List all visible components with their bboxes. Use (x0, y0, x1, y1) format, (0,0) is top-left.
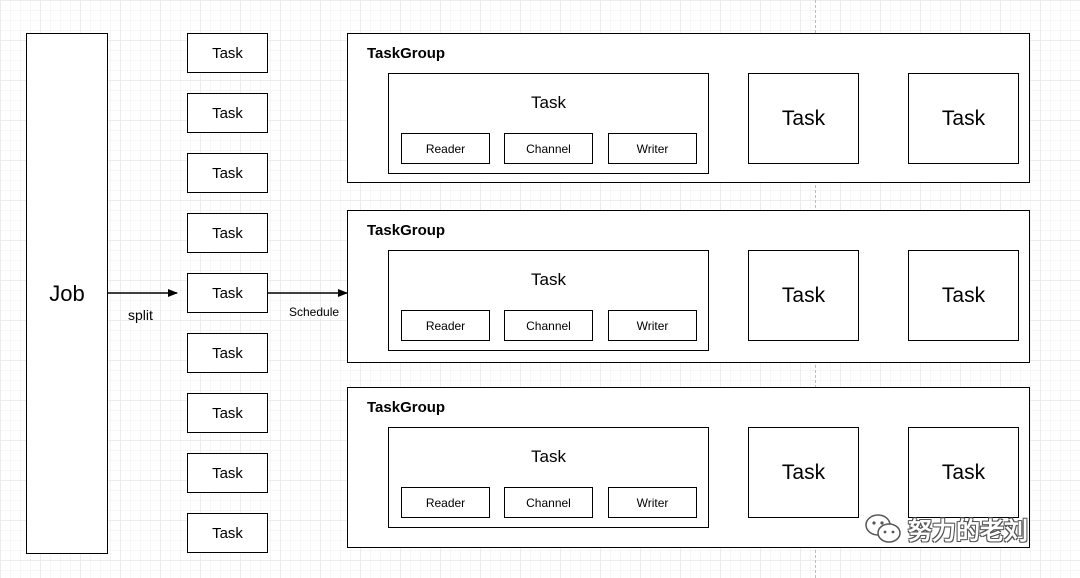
task-label: Task (212, 104, 243, 122)
task-box: Task (187, 273, 268, 313)
taskgroup-title: TaskGroup (367, 222, 446, 239)
extra-task-box: Task (748, 73, 859, 164)
extra-task-label: Task (941, 460, 986, 484)
extra-task-box: Task (908, 250, 1019, 341)
taskgroup-box: TaskGroup Task Reader Channel Writer Tas… (347, 210, 1030, 363)
channel-box: Channel (504, 133, 593, 164)
job-label: Job (49, 280, 85, 306)
writer-label: Writer (636, 141, 669, 156)
taskgroup-title: TaskGroup (367, 399, 446, 416)
task-label: Task (212, 284, 243, 302)
task-label: Task (212, 344, 243, 362)
writer-label: Writer (636, 495, 669, 510)
job-box: Job (26, 33, 108, 554)
main-task-box: Task Reader Channel Writer (388, 427, 709, 528)
reader-box: Reader (401, 310, 490, 341)
extra-task-label: Task (781, 106, 826, 130)
watermark-text: 努力的老刘 (908, 518, 1028, 545)
task-box: Task (187, 93, 268, 133)
task-box: Task (187, 333, 268, 373)
channel-box: Channel (504, 310, 593, 341)
channel-label: Channel (526, 318, 571, 333)
task-label: Task (212, 464, 243, 482)
extra-task-box: Task (908, 427, 1019, 518)
channel-label: Channel (526, 141, 571, 156)
channel-label: Channel (526, 495, 571, 510)
task-label: Task (212, 44, 243, 62)
reader-label: Reader (425, 495, 466, 510)
split-label: split (128, 307, 153, 323)
channel-box: Channel (504, 487, 593, 518)
writer-label: Writer (636, 318, 669, 333)
extra-task-label: Task (941, 283, 986, 307)
task-box: Task (187, 393, 268, 433)
task-box: Task (187, 453, 268, 493)
task-box: Task (187, 513, 268, 553)
extra-task-label: Task (941, 106, 986, 130)
writer-box: Writer (608, 310, 697, 341)
extra-task-label: Task (781, 283, 826, 307)
extra-task-box: Task (748, 250, 859, 341)
task-box: Task (187, 153, 268, 193)
main-task-label: Task (531, 270, 566, 289)
schedule-label: Schedule (289, 305, 340, 319)
task-label: Task (212, 524, 243, 542)
reader-box: Reader (401, 487, 490, 518)
task-label: Task (212, 404, 243, 422)
task-box: Task (187, 213, 268, 253)
task-box: Task (187, 33, 268, 73)
wechat-icon (865, 513, 901, 543)
watermark: 努力的老刘 (864, 511, 1028, 546)
writer-box: Writer (608, 133, 697, 164)
main-task-box: Task Reader Channel Writer (388, 73, 709, 174)
reader-label: Reader (425, 318, 466, 333)
extra-task-box: Task (748, 427, 859, 518)
reader-label: Reader (425, 141, 466, 156)
taskgroup-title: TaskGroup (367, 45, 446, 62)
taskgroup-box: TaskGroup Task Reader Channel Writer Tas… (347, 387, 1030, 548)
main-task-label: Task (531, 93, 566, 112)
task-label: Task (212, 224, 243, 242)
writer-box: Writer (608, 487, 697, 518)
main-task-label: Task (531, 447, 566, 466)
main-task-box: Task Reader Channel Writer (388, 250, 709, 351)
taskgroup-box: TaskGroup Task Reader Channel Writer Tas… (347, 33, 1030, 183)
reader-box: Reader (401, 133, 490, 164)
extra-task-label: Task (781, 460, 826, 484)
extra-task-box: Task (908, 73, 1019, 164)
task-label: Task (212, 164, 243, 182)
